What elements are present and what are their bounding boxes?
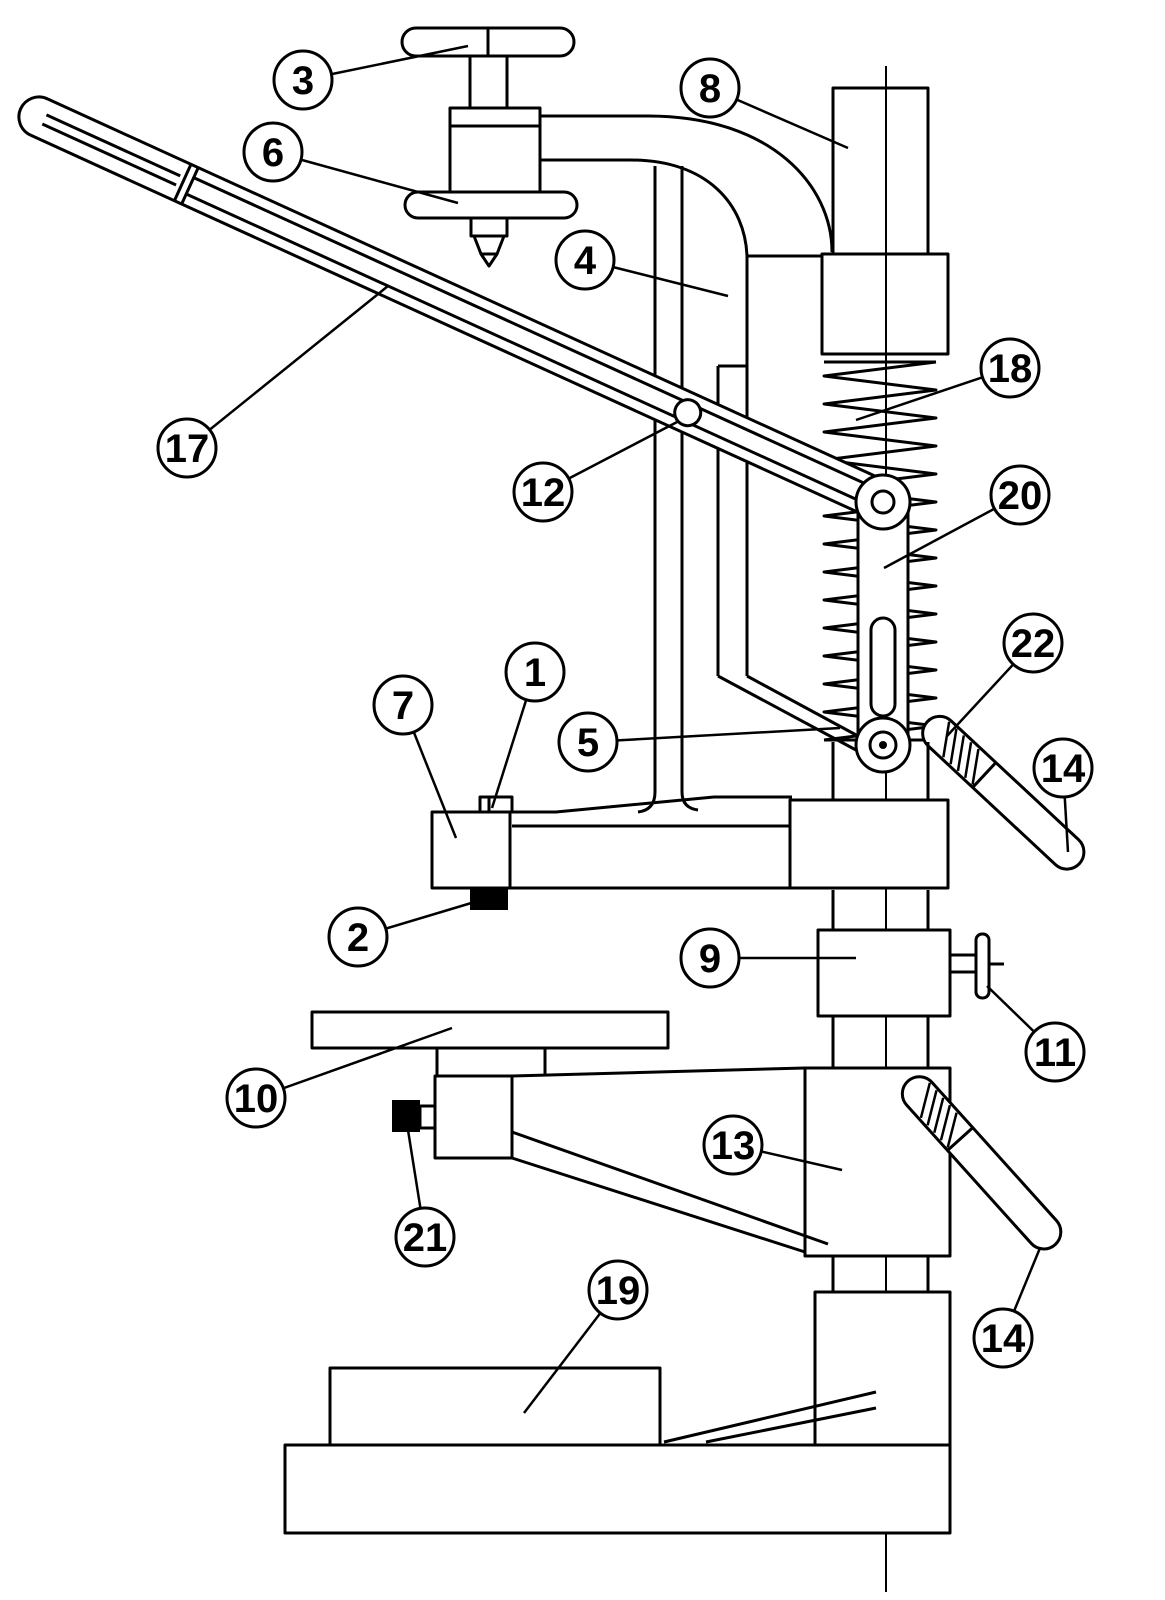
table-bracket [392,1066,952,1258]
callout-number: 3 [292,59,314,103]
callout-number: 19 [596,1269,641,1313]
spindle-head [400,26,579,268]
clamp-lever-lower [900,1075,1063,1251]
callout-number: 11 [1034,1031,1076,1075]
callout-8: 8 [679,57,849,150]
callout-number: 14 [1041,747,1086,791]
callout-1: 1 [490,641,566,809]
link-slot [869,616,897,718]
base-block [328,1366,662,1447]
callout-number: 5 [577,721,599,765]
callout-number: 22 [1011,622,1056,666]
pivot-boss-bottom [854,716,912,774]
work-table [310,1010,670,1076]
callout-number: 12 [521,471,566,515]
callout-number: 9 [699,937,721,981]
chuck-tip [479,252,499,268]
callout-number: 17 [165,427,210,471]
callout-19: 19 [523,1259,649,1414]
callout-11: 11 [986,985,1086,1083]
lock-knob-2 [470,888,508,910]
callout-12: 12 [512,419,680,523]
callout-14-lower: 14 [972,1247,1042,1369]
connecting-link [856,502,910,745]
callout-10: 10 [225,1026,453,1129]
callout-20: 20 [883,464,1051,570]
callout-number: 7 [392,684,414,728]
callout-18: 18 [855,337,1041,422]
callout-3: 3 [272,44,469,111]
column-foot [813,1290,952,1447]
column-segments [831,742,930,1292]
callout-number: 2 [347,916,369,960]
callout-17: 17 [156,285,389,479]
clamp-handwheel [974,932,991,1000]
bracket-hub [788,798,950,890]
pivot-boss-top [854,473,912,531]
callout-number: 13 [711,1124,756,1168]
spindle-body [448,106,542,194]
frame-pipes [637,166,699,814]
clamp-lever-upper [921,714,1086,871]
base-plate [283,1443,952,1535]
column [820,86,950,356]
callout-6: 6 [242,121,459,205]
callout-number: 20 [998,474,1043,518]
bracket-block [430,810,512,890]
callout-number: 8 [699,67,721,111]
guide-bracket [430,795,950,910]
callout-number: 14 [981,1317,1026,1361]
table-bracket-block [433,1074,514,1160]
callout-22: 22 [946,612,1064,737]
callout-14-upper: 14 [1032,737,1094,853]
callout-number: 10 [234,1077,279,1121]
callout-4: 4 [554,229,729,298]
callout-5: 5 [557,711,841,773]
base [283,1290,952,1535]
drill-chuck [472,234,506,256]
callout-7: 7 [372,674,458,839]
callout-21: 21 [394,1129,456,1268]
callout-13: 13 [702,1114,843,1176]
callout-9: 9 [679,927,856,989]
lever-pivot-12 [673,398,703,428]
column-clamp [816,928,1004,1018]
callout-number: 1 [524,651,546,695]
feed-lever [17,95,891,517]
callout-number: 4 [574,239,597,283]
lock-knob-21 [392,1100,420,1132]
callout-number: 18 [988,347,1033,391]
callout-number: 21 [403,1216,448,1260]
callout-number: 6 [262,131,284,175]
spindle-stem [468,54,509,110]
callout-2: 2 [327,899,479,968]
